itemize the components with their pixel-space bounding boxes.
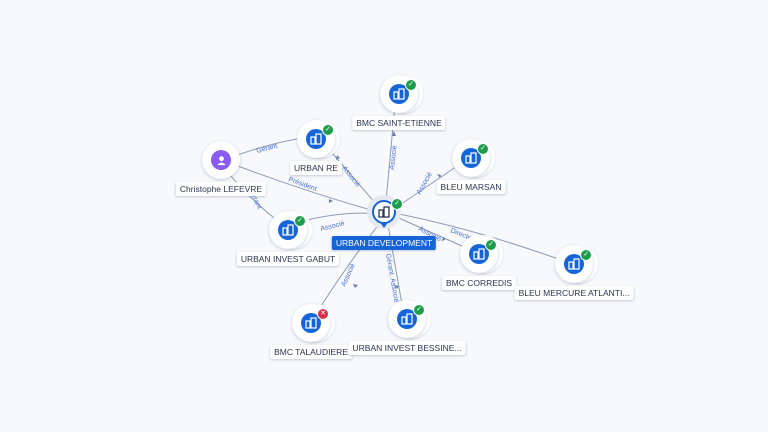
- check-icon: ✓: [485, 239, 497, 251]
- edge-arrow: [329, 199, 333, 203]
- edge-st-etienne: [384, 93, 397, 213]
- node-label: URBAN INVEST GABUT: [236, 252, 340, 266]
- edge-label-urban-re: Associé: [340, 165, 361, 189]
- building-icon: [278, 220, 298, 240]
- node-label: BMC SAINT-ETIENNE: [352, 116, 446, 130]
- building-icon: [306, 129, 326, 149]
- edge-bleu-mercure: [393, 212, 573, 265]
- node-label: URBAN DEVELOPMENT: [331, 236, 437, 250]
- check-icon: ✓: [477, 143, 489, 155]
- check-icon: ✓: [405, 79, 417, 91]
- edge-label-christophe-gerant: Gérant: [256, 143, 279, 155]
- node-label: Christophe LEFEVRE: [175, 182, 267, 196]
- node-label: URBAN RE: [290, 161, 342, 175]
- check-icon: ✓: [580, 249, 592, 261]
- check-icon: ✓: [294, 215, 306, 227]
- edge-arrow: [336, 155, 340, 160]
- edge-label-gabut: Associé: [320, 220, 346, 233]
- person-icon: [211, 150, 231, 170]
- building-icon: [461, 148, 481, 168]
- building-icon: [301, 313, 321, 333]
- edge-label-taludiere: Associé: [340, 262, 356, 287]
- pin-pointer-icon: [379, 221, 389, 228]
- building-icon: [564, 254, 584, 274]
- edge-arrow: [394, 285, 399, 289]
- building-icon: [389, 84, 409, 104]
- edge-arrow: [437, 174, 441, 178]
- node-label: BLEU MERCURE ATLANTI...: [514, 286, 634, 300]
- building-icon: [469, 244, 489, 264]
- edge-label-st-etienne: Associé: [389, 145, 399, 170]
- node-label: URBAN INVEST BESSINE...: [348, 341, 466, 355]
- edge-arrow: [441, 237, 445, 241]
- check-icon: ✓: [391, 198, 403, 210]
- node-label: BMC CORREDIS: [441, 276, 517, 290]
- edge-arrow: [353, 284, 358, 288]
- cross-icon: ✕: [317, 308, 329, 320]
- edge-arrow: [392, 131, 396, 136]
- edge-christophe-president: [221, 159, 379, 213]
- check-icon: ✓: [322, 124, 334, 136]
- building-icon: [397, 309, 417, 329]
- node-label: BLEU MARSAN: [436, 180, 506, 194]
- edge-label-christophe-president: Président: [287, 176, 317, 193]
- check-icon: ✓: [413, 304, 425, 316]
- node-label: BMC TALAUDIERE: [270, 345, 352, 359]
